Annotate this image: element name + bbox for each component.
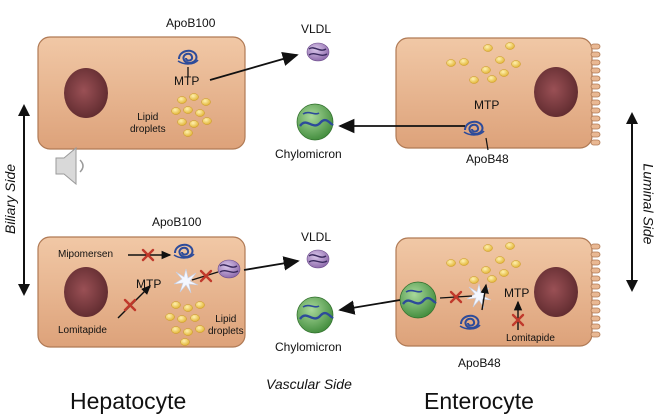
luminal-side-label: Luminal Side	[640, 163, 657, 245]
lipid-droplets-label-top-line1: Lipid	[137, 112, 159, 123]
vldl-label-top: VLDL	[301, 22, 332, 36]
vldl-particle-icon-bottom	[306, 249, 330, 269]
chylomicron-particle-icon-bottom	[295, 295, 335, 335]
apob100-label-bottom: ApoB100	[152, 215, 202, 229]
nucleus-bottom-hep	[64, 267, 108, 317]
double-arrow-vertical-icon-luminal	[626, 112, 638, 292]
chylomicron-label-bottom: Chylomicron	[275, 340, 342, 354]
microvilli-bottom	[590, 243, 601, 338]
mtp-ent-arrow-line	[480, 283, 489, 311]
vldl-label-bottom: VLDL	[301, 230, 332, 244]
mtp-label-hep-bottom: MTP	[136, 277, 162, 291]
apob100-label-top: ApoB100	[166, 16, 216, 30]
mtp-label-hep-top: MTP	[174, 74, 200, 88]
lipid-droplets-label-bottom: Lipid droplets	[208, 314, 244, 338]
lipid-droplets-label-bottom-line1: Lipid	[215, 314, 237, 325]
biliary-side-label: Biliary Side	[2, 163, 19, 235]
arrow-hep-to-vldl-bottom	[243, 256, 300, 271]
speaker-icon[interactable]	[55, 146, 84, 186]
microvilli-top	[590, 43, 601, 146]
lipid-droplets-label-bottom-line2: droplets	[208, 326, 244, 337]
vldl-particle-icon-top	[306, 42, 330, 62]
arrow-ent-to-chylomicron-bottom	[338, 299, 401, 315]
arrow-hep-to-vldl-top	[209, 52, 299, 81]
mtp-label-ent-bottom: MTP	[504, 286, 530, 300]
lipid-droplets-label-top-line2: droplets	[130, 124, 166, 135]
apob48-label-top: ApoB48	[466, 152, 509, 166]
vascular-side-label: Vascular Side	[266, 376, 352, 392]
mipomersen-label: Mipomersen	[58, 249, 114, 260]
hepatocyte-title: Hepatocyte	[70, 388, 187, 414]
lomitapide-label-hep: Lomitapide	[58, 325, 107, 336]
vldl-particle-in-cell-icon	[217, 259, 241, 279]
nucleus-top-ent	[534, 67, 578, 117]
chylomicron-label-top: Chylomicron	[275, 147, 342, 161]
nucleus-top-hep	[64, 68, 108, 118]
nucleus-bottom-ent	[534, 267, 578, 317]
double-arrow-vertical-icon-biliary	[18, 104, 30, 296]
apob48-label-bottom: ApoB48	[458, 356, 501, 370]
lipid-droplets-label-top: Lipid droplets	[130, 112, 166, 136]
enterocyte-title: Enterocyte	[424, 388, 534, 414]
lomitapide-label-ent: Lomitapide	[506, 333, 555, 344]
apob48-label-connector-top	[485, 137, 489, 151]
enterocyte-cell-top	[395, 37, 601, 149]
chylomicron-particle-icon-top	[295, 102, 335, 142]
mtp-label-ent-top: MTP	[474, 98, 500, 112]
enterocyte-cell-bottom	[395, 237, 601, 347]
chylomicron-in-cell-icon	[398, 280, 438, 320]
